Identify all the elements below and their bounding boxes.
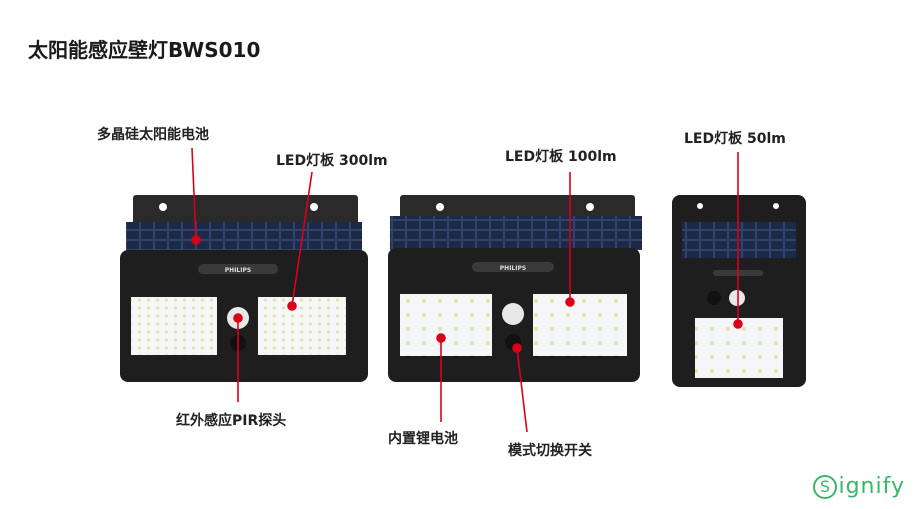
device-brand-label: PHILIPS [225,267,251,274]
logo-text: ignify [838,474,905,499]
logo-s-mark: S [813,475,838,499]
device-large: PHILIPS [120,195,368,382]
label-solar-cell: 多晶硅太阳能电池 [97,127,209,143]
label-led-50: LED灯板 50lm [684,131,786,147]
page-title: 太阳能感应壁灯BWS010 [28,38,261,62]
device-small [672,195,806,387]
label-mode-switch: 模式切换开关 [508,443,592,459]
label-led-100: LED灯板 100lm [505,149,617,165]
device-brand-label-2: PHILIPS [500,265,526,272]
device-medium: PHILIPS [388,195,642,382]
callouts [191,147,743,433]
label-pir-sensor: 红外感应PIR探头 [176,413,287,429]
label-battery: 内置锂电池 [388,431,458,447]
label-led-300: LED灯板 300lm [276,153,388,169]
